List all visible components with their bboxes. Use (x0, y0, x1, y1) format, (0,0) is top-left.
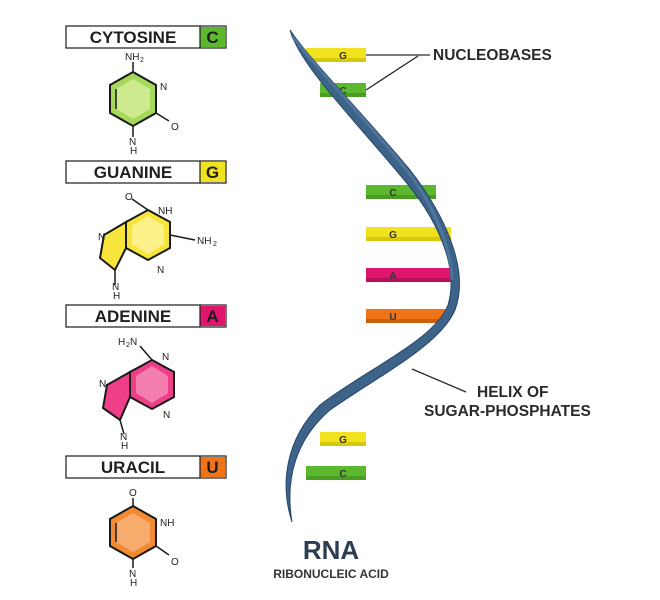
guanine-letter-swatch (200, 162, 225, 182)
guanine-n-right: N (157, 265, 164, 276)
adenine-letter-swatch (200, 306, 225, 326)
cytosine-nh2-subscript: 2 (140, 57, 144, 64)
rna-title: RNA (303, 535, 360, 565)
uracil-h: H (130, 578, 137, 589)
cytosine-name: CYTOSINE (90, 28, 177, 47)
helix-label-line1: HELIX OF (477, 384, 548, 401)
adenine-n-left: N (99, 379, 106, 390)
nucleobases-callout: NUCLEOBASES (365, 47, 552, 91)
cytosine-nh2: NH (125, 52, 139, 63)
rung-4-letter: G (389, 230, 397, 241)
adenine-label-box: ADENINE A (65, 304, 227, 328)
guanine-nh2-subscript: 2 (213, 241, 217, 248)
uracil-name: URACIL (101, 458, 165, 477)
guanine-molecule: O NH NH 2 N N N H (98, 192, 217, 302)
cytosine-label-box: CYTOSINE C (65, 25, 227, 49)
guanine-letter: G (206, 163, 219, 182)
rung-2-letter: C (339, 86, 346, 97)
uracil-label-box: URACIL U (65, 455, 227, 479)
guanine-n-left: N (98, 232, 105, 243)
nucleobases-label: NUCLEOBASES (433, 47, 552, 64)
adenine-n-right: N (163, 410, 170, 421)
rung-4: G (366, 227, 451, 241)
rna-title-block: RNA RIBONUCLEIC ACID (273, 535, 389, 581)
adenine-molecule: H 2 N N N N N H (99, 337, 175, 452)
helix-backbone (285, 29, 460, 523)
rung-7-letter: G (339, 435, 347, 446)
rung-7: G (320, 432, 366, 446)
rung-1-letter: G (339, 51, 347, 62)
guanine-h: H (113, 291, 120, 302)
rung-1: G (306, 48, 366, 62)
uracil-nh: NH (160, 518, 174, 529)
rung-8: C (306, 466, 366, 480)
cytosine-letter: C (206, 28, 218, 47)
rna-subtitle: RIBONUCLEIC ACID (273, 567, 389, 581)
uracil-letter: U (206, 458, 218, 477)
helix-label-line2: SUGAR-PHOSPHATES (424, 403, 591, 420)
helix-callout: HELIX OF SUGAR-PHOSPHATES (411, 368, 591, 420)
uracil-o-top: O (129, 488, 137, 499)
cytosine-molecule: NH 2 N O N H (109, 52, 179, 157)
adenine-h2n-h: H (118, 337, 125, 348)
rung-8-letter: C (339, 469, 346, 480)
adenine-n-bottom: N (120, 432, 127, 443)
rung-5-letter: A (389, 271, 396, 282)
guanine-n-bottom: N (112, 282, 119, 293)
rung-5: A (366, 268, 456, 282)
uracil-letter-swatch (200, 457, 225, 477)
guanine-o: O (125, 192, 133, 203)
adenine-n-top: N (162, 352, 169, 363)
cytosine-o: O (171, 122, 179, 133)
cytosine-letter-swatch (200, 27, 225, 47)
uracil-o-right: O (171, 557, 179, 568)
uracil-n-bottom: N (129, 569, 136, 580)
guanine-nh-top: NH (158, 206, 172, 217)
rung-3-letter: C (389, 188, 396, 199)
rung-6-letter: U (389, 312, 396, 323)
uracil-molecule: O NH O N H (109, 488, 179, 589)
adenine-h: H (121, 441, 128, 452)
rung-6: U (366, 309, 446, 323)
adenine-letter: A (206, 307, 218, 326)
guanine-nh2: NH (197, 236, 211, 247)
adenine-h2n-n: N (130, 337, 137, 348)
adenine-name: ADENINE (95, 307, 172, 326)
cytosine-h: H (130, 146, 137, 157)
cytosine-n-top: N (160, 82, 167, 93)
cytosine-n-bottom: N (129, 137, 136, 148)
guanine-label-box: GUANINE G (65, 160, 227, 184)
adenine-h2n-subscript: 2 (126, 342, 130, 349)
guanine-name: GUANINE (94, 163, 172, 182)
